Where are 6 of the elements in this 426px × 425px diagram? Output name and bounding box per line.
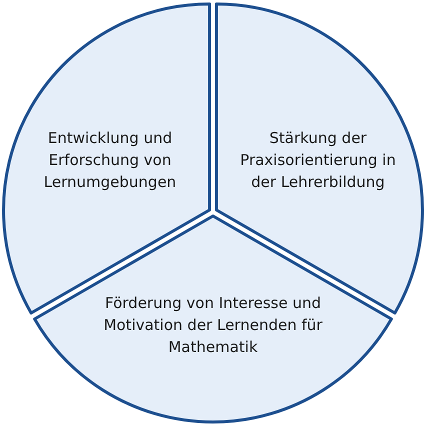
- pie-segment: [32, 214, 394, 424]
- segment-label: Entwicklung und Erforschung von Lernumgebungen: [42, 128, 178, 193]
- pie-segment: [214, 2, 425, 315]
- segment-label: Stärkung der Praxisorientierung in der Lehrerbildung: [239, 128, 397, 193]
- segment-label: Förderung von Interesse und Motivation der Lernenden für Mathematik: [102, 293, 324, 358]
- pie-segment: [1, 2, 212, 315]
